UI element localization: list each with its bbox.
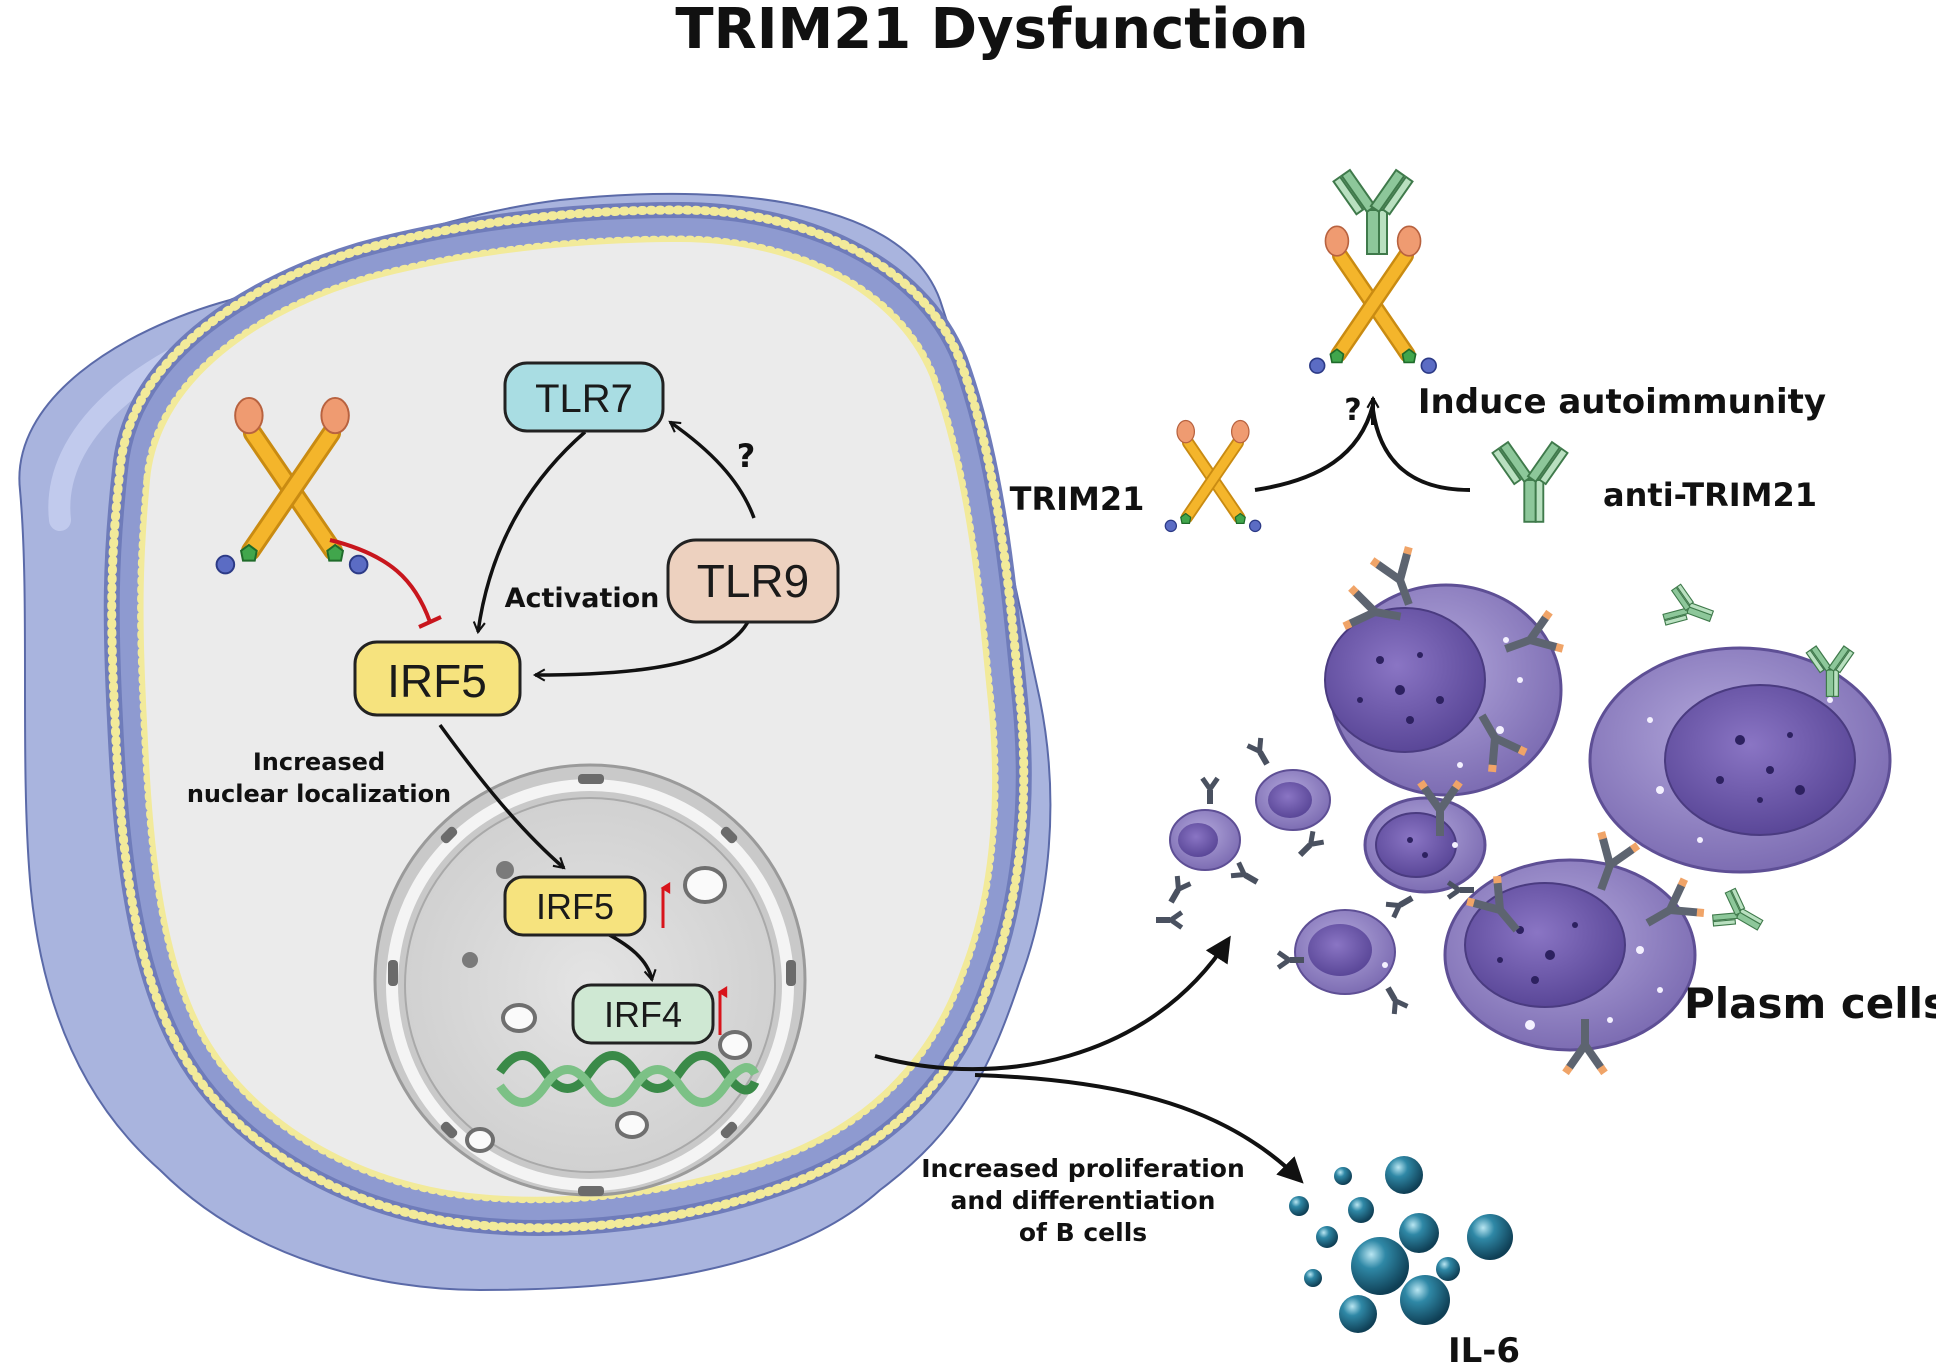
irf4-label: IRF4 [604, 994, 682, 1035]
antibody-icon [1707, 884, 1771, 947]
to-plasma-cells-arrow [874, 935, 1231, 1072]
page-title: TRIM21 Dysfunction [675, 0, 1308, 62]
trim21-label: TRIM21 [1010, 480, 1145, 518]
autoimmunity-question-mark: ? [1344, 393, 1361, 428]
antibody-icon [1491, 441, 1569, 523]
il6-bubble-icon [1289, 1156, 1513, 1333]
proliferation-label-line2: and differentiation [951, 1186, 1216, 1215]
irf5-nuclear-node: IRF5 [503, 875, 647, 937]
proliferation-label-line1: Increased proliferation [921, 1154, 1245, 1183]
proliferation-label-line3: of B cells [1019, 1218, 1147, 1247]
tlr9-node: TLR9 [666, 538, 840, 624]
irf5-label: IRF5 [387, 655, 487, 707]
induce-autoimmunity-label: Induce autoimmunity [1418, 382, 1826, 422]
tlr9-label: TLR9 [697, 555, 809, 607]
irf5-nuclear-label: IRF5 [536, 886, 614, 927]
increased-label-line2: nuclear localization [187, 780, 451, 808]
tlr7-to-irf5-arrow [472, 430, 587, 635]
il6-label: IL-6 [1448, 1331, 1520, 1368]
antibody-icon [1659, 581, 1719, 640]
plasma-cell-icon [1169, 583, 1892, 1052]
irf5-node: IRF5 [353, 640, 522, 717]
to-il6-arrow [974, 1073, 1304, 1184]
autoimmunity-merge-arrows [1254, 395, 1471, 492]
dna-icon [496, 1051, 760, 1107]
tlr9-to-irf5-arrow [532, 617, 752, 682]
trim21-icon [1165, 420, 1260, 531]
tlr-question-mark: ? [737, 437, 756, 475]
tlr7-label: TLR7 [535, 377, 633, 421]
inhibition-arrow [329, 538, 442, 629]
increased-label-line1: Increased [253, 748, 385, 776]
tlr9-to-tlr7-arrow [668, 420, 756, 519]
anti-trim21-label: anti-TRIM21 [1603, 476, 1817, 514]
plasm-cells-label: Plasm cells [1684, 979, 1936, 1028]
irf5-translocation-arrow [438, 723, 566, 870]
tlr7-node: TLR7 [503, 361, 665, 433]
nucleus-icon [373, 763, 807, 1197]
irf4-node: IRF4 [571, 983, 715, 1045]
activation-label: Activation [505, 583, 660, 614]
